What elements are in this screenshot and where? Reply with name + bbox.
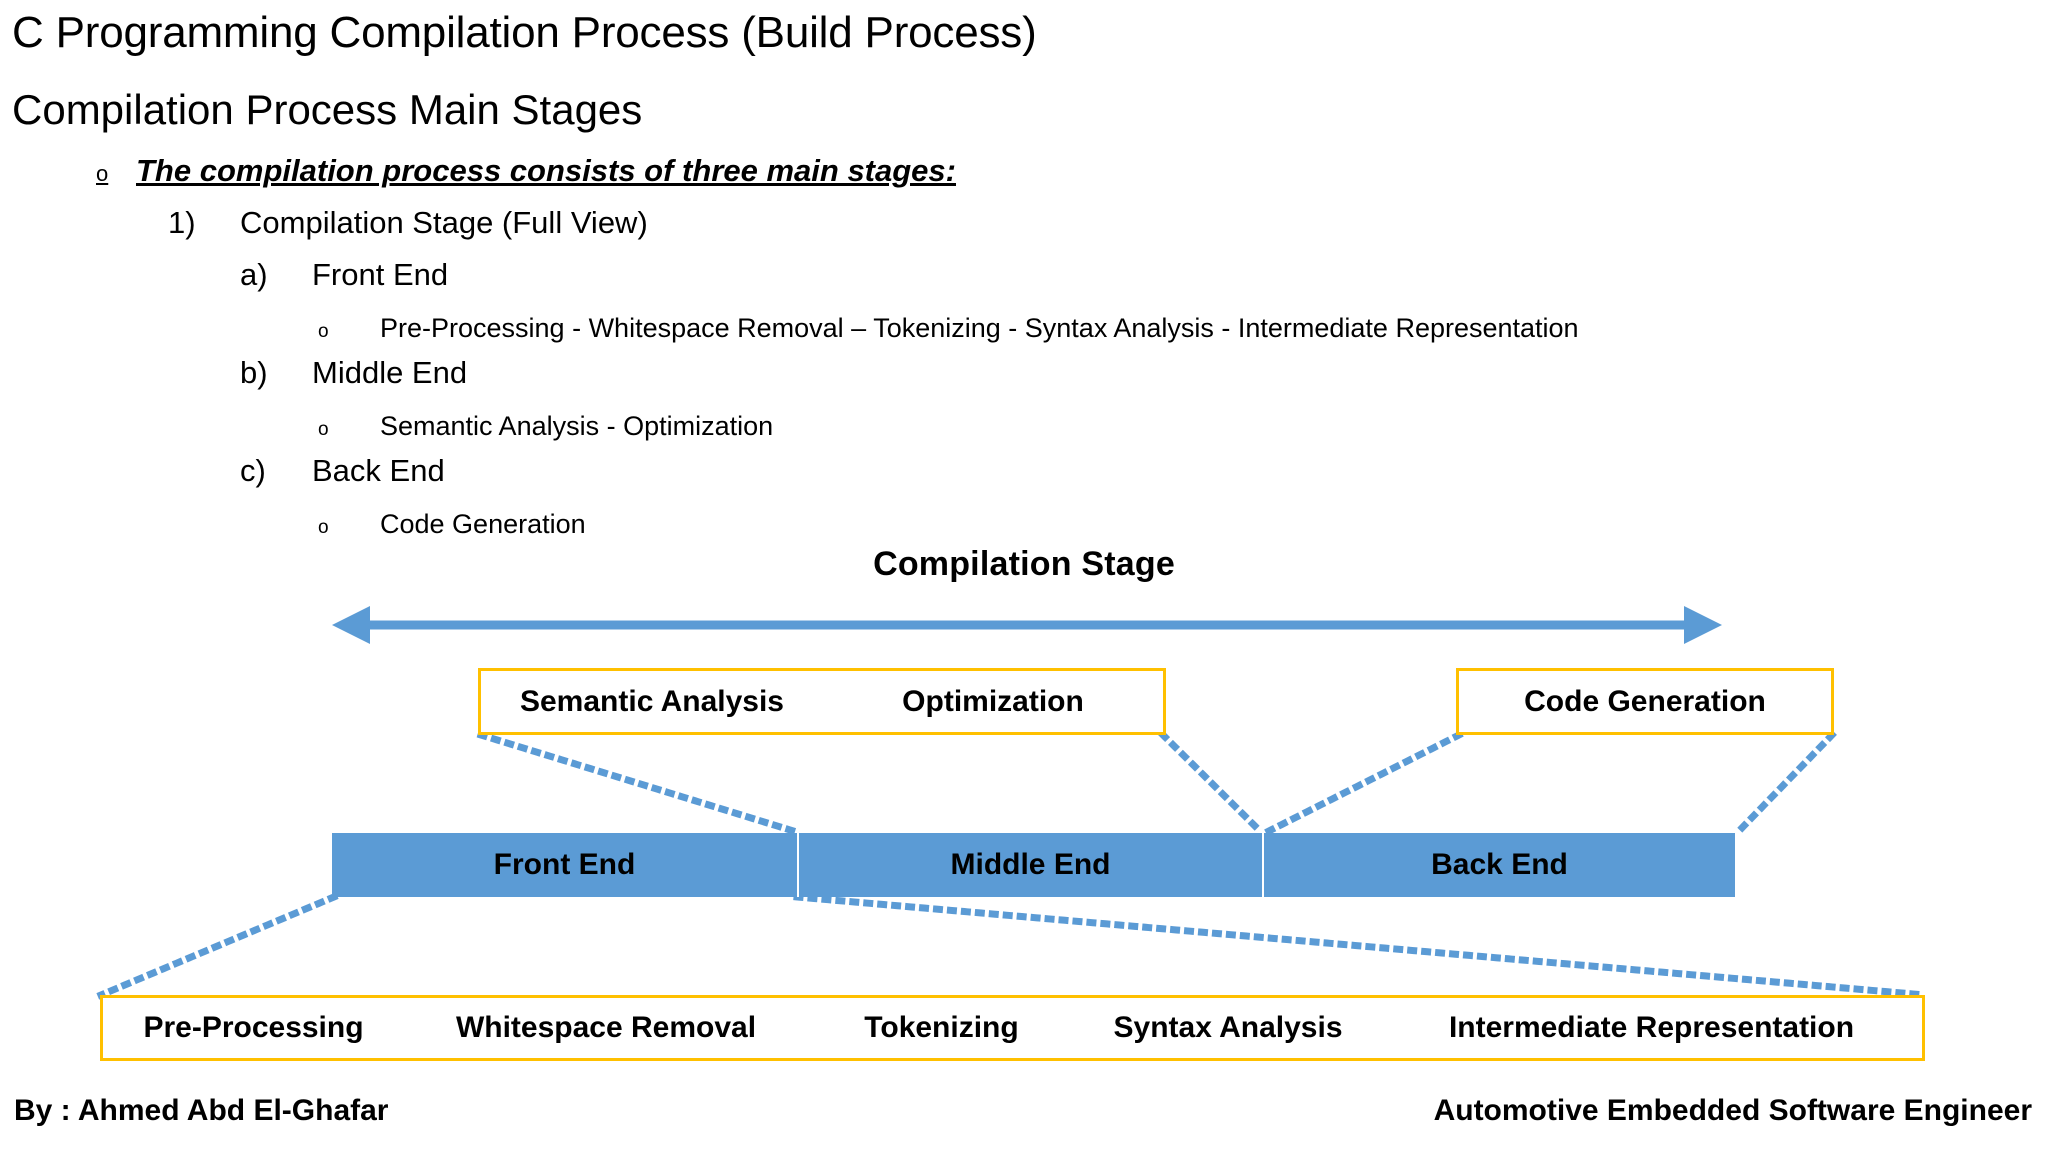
section-heading: Compilation Process Main Stages bbox=[12, 86, 643, 133]
phase-box-label: Optimization bbox=[902, 684, 1084, 718]
list-item-label: Middle End bbox=[312, 355, 468, 390]
list-item: o Code Generation bbox=[318, 509, 586, 540]
bullet-marker: b) bbox=[240, 355, 268, 390]
stage-label: Front End bbox=[493, 848, 636, 881]
connector-front-end bbox=[96, 892, 1929, 1000]
list-item-label: Pre-Processing - Whitespace Removal – To… bbox=[380, 313, 1579, 343]
stage-label: Middle End bbox=[950, 848, 1111, 881]
connector-middle-end bbox=[476, 730, 1267, 838]
phase-box-label: Whitespace Removal bbox=[455, 1011, 757, 1044]
bullet-marker: o bbox=[96, 161, 109, 186]
list-item: 1) Compilation Stage (Full View) bbox=[168, 205, 648, 241]
list-item-label: The compilation process consists of thre… bbox=[136, 153, 956, 188]
diagram-title: Compilation Stage bbox=[873, 545, 1175, 583]
stage-divider bbox=[1262, 833, 1264, 897]
list-item-label: Back End bbox=[312, 453, 445, 488]
phase-box-syntax-analysis[interactable]: Syntax Analysis bbox=[1075, 995, 1381, 1061]
connector-back-end bbox=[1260, 730, 1837, 838]
compilation-stage-arrow bbox=[332, 606, 1722, 644]
phase-box-label: Intermediate Representation bbox=[1448, 1011, 1855, 1044]
phase-box-semantic-analysis[interactable]: Semantic Analysis bbox=[478, 668, 823, 735]
phase-box-code-generation[interactable]: Code Generation bbox=[1456, 668, 1834, 735]
phase-box-tokenizing[interactable]: Tokenizing bbox=[808, 995, 1075, 1061]
bullet-marker: o bbox=[318, 321, 329, 342]
bullet-marker: 1) bbox=[168, 205, 196, 240]
list-item: o The compilation process consists of th… bbox=[96, 153, 956, 189]
list-item: o Pre-Processing - Whitespace Removal – … bbox=[318, 313, 1579, 344]
phase-box-whitespace-removal[interactable]: Whitespace Removal bbox=[404, 995, 808, 1061]
bullet-marker: o bbox=[318, 419, 329, 440]
bullet-marker: a) bbox=[240, 257, 268, 292]
stage-front-end[interactable]: Front End bbox=[332, 833, 797, 897]
phase-box-intermediate-representation[interactable]: Intermediate Representation bbox=[1381, 995, 1925, 1061]
phase-box-label: Tokenizing bbox=[864, 1011, 1019, 1044]
list-item: o Semantic Analysis - Optimization bbox=[318, 411, 773, 442]
list-item-label: Semantic Analysis - Optimization bbox=[380, 411, 774, 441]
footer-role: Automotive Embedded Software Engineer bbox=[1433, 1094, 2032, 1127]
list-item: b) Middle End bbox=[240, 355, 467, 391]
phase-box-label: Syntax Analysis bbox=[1113, 1011, 1343, 1044]
footer-author: By : Ahmed Abd El-Ghafar bbox=[14, 1094, 389, 1127]
list-item: a) Front End bbox=[240, 257, 448, 293]
stage-label: Back End bbox=[1431, 848, 1568, 881]
bullet-marker: o bbox=[318, 517, 329, 538]
stage-middle-end[interactable]: Middle End bbox=[799, 833, 1262, 897]
list-item-label: Front End bbox=[312, 257, 449, 292]
phase-box-pre-processing[interactable]: Pre-Processing bbox=[100, 995, 404, 1061]
phase-box-optimization[interactable]: Optimization bbox=[823, 668, 1166, 735]
stage-divider bbox=[797, 833, 799, 897]
list-item: c) Back End bbox=[240, 453, 445, 489]
bullet-marker: c) bbox=[240, 453, 266, 488]
phase-box-label: Semantic Analysis bbox=[519, 684, 784, 718]
stage-back-end[interactable]: Back End bbox=[1264, 833, 1735, 897]
list-item-label: Compilation Stage (Full View) bbox=[240, 205, 648, 240]
phase-box-label: Code Generation bbox=[1524, 684, 1766, 718]
phase-box-label: Pre-Processing bbox=[143, 1011, 364, 1044]
page-title: C Programming Compilation Process (Build… bbox=[12, 8, 1037, 57]
list-item-label: Code Generation bbox=[380, 509, 586, 539]
